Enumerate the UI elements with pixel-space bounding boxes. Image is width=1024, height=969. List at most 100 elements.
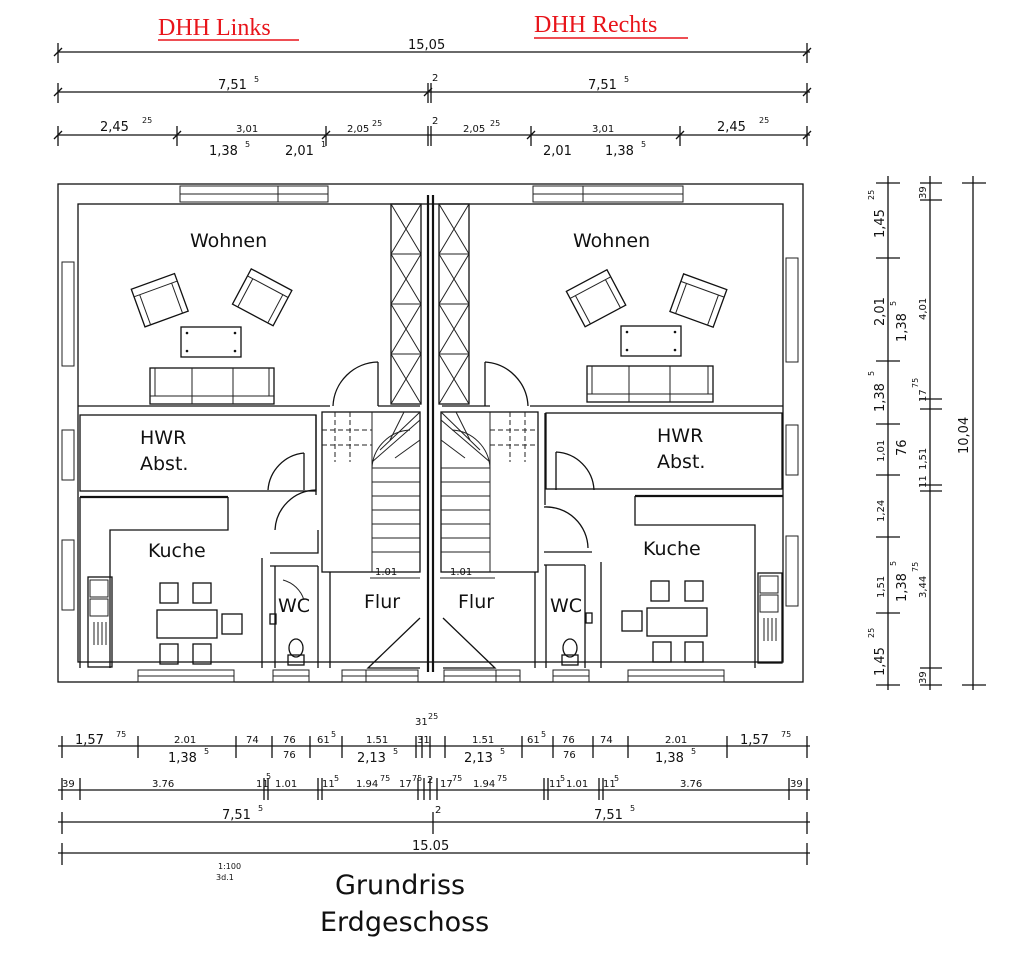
room-label-left-hwr-1: HWR	[140, 427, 186, 449]
vdim-col1-0-sup: 25	[867, 190, 876, 200]
vdim-col1-2: 1,38	[873, 383, 888, 412]
bdim-r1-right-sub-2: 1,38	[655, 751, 684, 766]
building-outer-walls	[57, 183, 804, 683]
bdim-r2-right-3: 1.01	[566, 779, 588, 790]
bdim-r1-right-0: 1.51	[472, 735, 494, 746]
dim-seg-left-2: 2,05	[347, 124, 369, 135]
dim-total-width: 15,05	[408, 38, 445, 53]
bdim-r2-center: 2	[427, 775, 433, 786]
dim-seg-left-0-sup: 25	[142, 116, 152, 125]
bdim-r1-left-sub-1: 76	[283, 750, 296, 761]
dim-party-wall-2: 2	[432, 116, 438, 127]
bdim-r1-right-3: 74	[600, 735, 613, 746]
vdim-col1-sub-0: 1,38	[895, 313, 910, 342]
bdim-r2-right-0: 17	[440, 779, 453, 790]
window-bottom-right	[443, 669, 725, 683]
stair-width-right: 1.01	[450, 567, 472, 578]
room-label-right-hwr-2: Abst.	[657, 451, 705, 473]
sofa-icon	[586, 365, 714, 403]
bdim-r1-right-sub-2-sup: 5	[691, 747, 696, 756]
dim-half-left: 7,51	[218, 78, 247, 93]
vdim-col1-sub-1: 76	[895, 439, 910, 456]
bdim-r1-center: 31	[415, 717, 428, 728]
bdim-r1-left-sub-0-sup: 5	[204, 747, 209, 756]
room-label-right-hall: Flur	[458, 591, 494, 613]
vdim-col1-1: 2,01	[873, 297, 888, 326]
toilet-icon	[561, 638, 579, 666]
right-shaft	[438, 203, 470, 405]
bdim-r3-center: 2	[435, 805, 441, 816]
bdim-r1-left-sub-2-sup: 5	[393, 747, 398, 756]
right-dimension-chain-1	[876, 176, 900, 690]
right-dim-labels: 1,45 25 2,01 1,38 5 1,01 1,24 1,51 1,45 …	[867, 186, 972, 684]
top-dimension-chain-total: 15,05	[53, 38, 812, 63]
dim-seg-left-1: 3,01	[236, 124, 258, 135]
coffee-table-icon	[180, 326, 242, 358]
armchair-icon	[130, 272, 190, 328]
dim-seg-right-0-sup: 25	[490, 119, 500, 128]
bdim-r2-right-6: 39	[790, 779, 803, 790]
vdim-col1-sub-2: 1,38	[895, 573, 910, 602]
bdim-r2-right-5: 3.76	[680, 779, 702, 790]
bdim-r2-left-4-sup: 5	[334, 774, 339, 783]
bdim-r2-left-2-sup: 5	[266, 772, 271, 781]
vdim-col2-2: 17	[918, 389, 929, 402]
scale-note: 1:100	[218, 862, 241, 871]
sofa-icon	[149, 367, 275, 405]
bdim-r2-left-4: 11	[322, 779, 335, 790]
room-label-right-living: Wohnen	[573, 230, 650, 252]
vdim-col2-6: 39	[918, 671, 929, 684]
vdim-total-depth: 10,04	[957, 417, 972, 454]
bdim-r1-left-sub-2: 2,13	[357, 751, 386, 766]
dim-seg-right-2: 2,45	[717, 120, 746, 135]
stove-icon	[87, 576, 113, 668]
bdim-r2-right-2-sup: 5	[560, 774, 565, 783]
bdim-r2-right-1: 1.94	[473, 779, 495, 790]
room-label-right-hwr-1: HWR	[657, 425, 703, 447]
bdim-r1-left-3: 76	[283, 735, 296, 746]
room-label-left-wc: WC	[278, 595, 310, 617]
bottom-dimension-chain-3: 7,51 5 2 7,51 5	[58, 804, 810, 834]
bdim-r1-right-5-sup: 75	[781, 730, 791, 739]
vdim-col1-sub-2-sup: 5	[889, 561, 898, 566]
dim-half-left-sup: 5	[254, 75, 259, 84]
vdim-col1-0: 1,45	[873, 209, 888, 238]
room-label-left-hwr-2: Abst.	[140, 453, 188, 475]
bdim-r2-left-1: 3.76	[152, 779, 174, 790]
title-block: 1:100 3d.1 Grundriss Erdgeschoss	[216, 862, 489, 938]
dim-seg-right-sub-1: 1,38	[605, 144, 634, 159]
bdim-r2-right-1-sup: 75	[497, 774, 507, 783]
armchair-icon	[231, 267, 293, 327]
bdim-r1-left-4-sup: 5	[331, 730, 336, 739]
bdim-r2-right-4-sup: 5	[614, 774, 619, 783]
window-side-right	[785, 257, 799, 607]
unit-label-left-text: DHH Links	[158, 15, 271, 41]
bdim-r2-left-0: 39	[62, 779, 75, 790]
vdim-col2-5: 3,44	[918, 576, 929, 598]
right-dimension-chain-2	[920, 176, 942, 690]
bdim-r1-left-6: 31	[417, 735, 430, 746]
vdim-col2-0: 39	[918, 186, 929, 199]
bdim-r3-left-sup: 5	[258, 804, 263, 813]
bdim-r1-center-sup: 25	[428, 712, 438, 721]
unit-label-left: DHH Links	[158, 15, 299, 41]
dining-table-icon	[156, 582, 243, 665]
vdim-col1-4: 1,24	[876, 500, 887, 522]
bottom-dimension-chain-1: 1,57 75 2.01 74 76 61 5 1.51 31 1,38 5 7…	[58, 712, 810, 766]
vdim-col2-2-sup: 75	[911, 378, 920, 388]
bdim-r1-right-1-sup: 5	[541, 730, 546, 739]
bdim-r1-right-2: 76	[562, 735, 575, 746]
bdim-r2-left-5-sup: 75	[380, 774, 390, 783]
vdim-col1-6: 1,45	[873, 647, 888, 676]
dim-seg-left-sub-1-sup: 1	[321, 140, 326, 149]
coffee-table-icon	[620, 325, 682, 357]
dim-seg-left-2-sup: 25	[372, 119, 382, 128]
vdim-col2-5-sup: 75	[911, 562, 920, 572]
bdim-r2-left-3: 1.01	[275, 779, 297, 790]
top-dimension-chain-segments: 2,45 25 3,01 2,05 25 1,38 5 2,01 1 2 2,0…	[53, 116, 812, 159]
dim-half-right: 7,51	[588, 78, 617, 93]
vdim-col1-5: 1,51	[876, 576, 887, 598]
dining-table-icon	[621, 580, 708, 663]
dim-seg-right-0: 2,05	[463, 124, 485, 135]
